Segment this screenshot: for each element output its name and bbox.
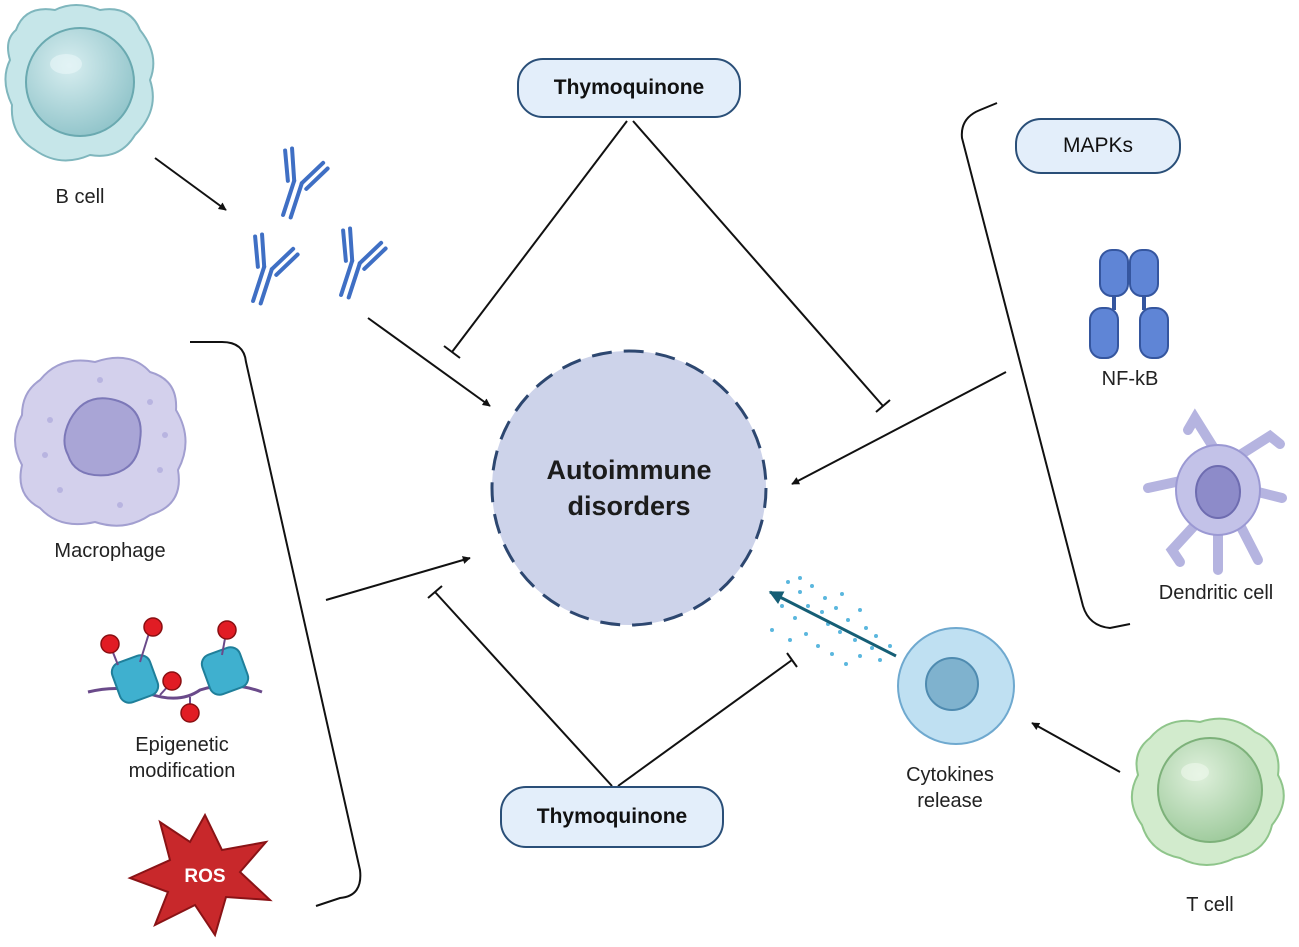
mapks-pill: MAPKs bbox=[1015, 118, 1181, 174]
left-bracket bbox=[190, 341, 362, 907]
antibody-icon bbox=[339, 226, 388, 300]
top-inhibition-lines bbox=[443, 120, 891, 413]
thymoquinone-bottom-pill: Thymoquinone bbox=[500, 786, 724, 848]
t-cell-icon bbox=[1131, 717, 1285, 866]
cytokines-release-label: Cytokines release bbox=[906, 764, 994, 812]
b-cell-icon bbox=[4, 4, 155, 162]
macrophage-icon bbox=[14, 356, 187, 527]
activation-arrows bbox=[154, 157, 1121, 773]
epigenetic-modification-icon bbox=[87, 617, 263, 723]
dendritic-cell-icon bbox=[1143, 408, 1287, 575]
center-label: Autoimmune disorders bbox=[546, 455, 712, 521]
nf-kb-icon bbox=[1089, 249, 1169, 359]
epigenetic-modification-label: Epigenetic modification bbox=[128, 734, 236, 782]
antibody-icon bbox=[281, 146, 330, 220]
ros-burst-icon bbox=[127, 812, 273, 938]
b-cell-label: B cell bbox=[55, 186, 105, 208]
ros-label: ROS bbox=[184, 866, 226, 887]
macrophage-label: Macrophage bbox=[54, 540, 166, 562]
bottom-inhibition-lines bbox=[427, 585, 798, 787]
nf-kb-label: NF-kB bbox=[1101, 368, 1159, 390]
autoimmune-disorders-circle bbox=[490, 349, 768, 627]
cytokine-cell-icon bbox=[897, 627, 1015, 745]
right-bracket bbox=[960, 102, 1131, 630]
thymoquinone-top-pill: Thymoquinone bbox=[517, 58, 741, 118]
t-cell-label: T cell bbox=[1186, 894, 1234, 916]
cytokine-particles bbox=[770, 576, 892, 666]
cytokine-release-arrow bbox=[768, 590, 897, 658]
antibody-icon bbox=[251, 232, 300, 306]
dendritic-cell-label: Dendritic cell bbox=[1158, 582, 1274, 604]
